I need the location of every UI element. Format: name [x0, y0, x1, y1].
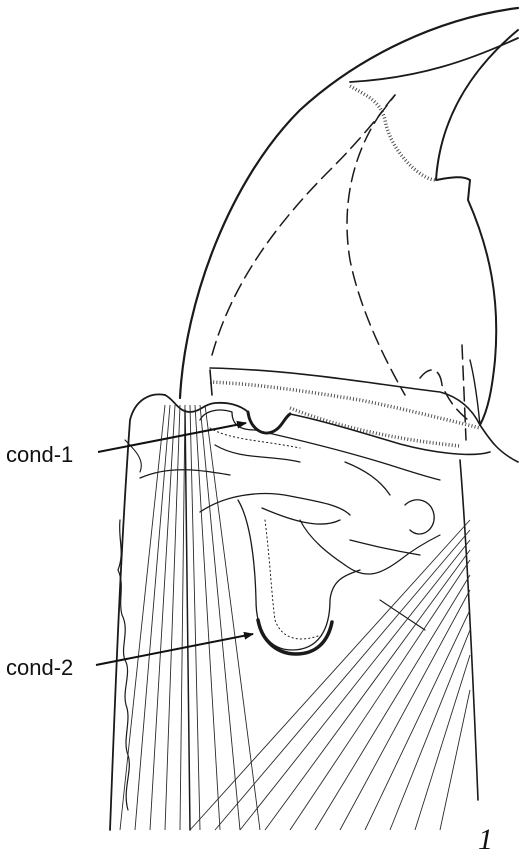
dashed-outlines	[212, 95, 468, 440]
cond2-arrow	[96, 634, 253, 665]
cond2-socket	[238, 500, 440, 654]
cond2-label: cond-2	[6, 655, 73, 680]
claw-outline	[180, 8, 518, 462]
figure-number: 1	[478, 823, 493, 856]
cond1-label: cond-1	[6, 442, 73, 467]
lateral-wall	[118, 440, 141, 810]
muscle-fibres-right	[190, 520, 470, 830]
cond1-arrow	[98, 423, 246, 452]
